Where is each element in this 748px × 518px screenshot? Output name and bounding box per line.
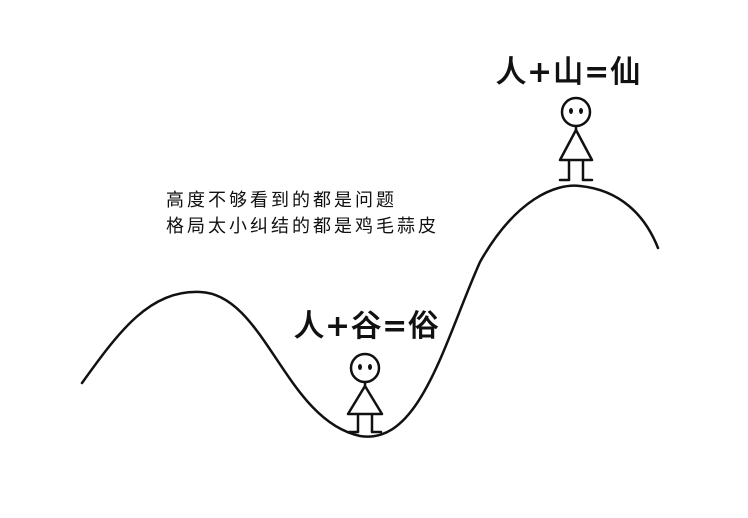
stick-figure-valley (346, 352, 384, 434)
figure-eye (368, 364, 372, 370)
caption-line-2: 格局太小纠结的都是鸡毛蒜皮 (166, 216, 439, 237)
peak-label: 人+山=仙 (496, 55, 642, 90)
figure-dress (558, 128, 594, 162)
figure-eye (358, 364, 362, 370)
figure-eye (569, 108, 573, 114)
figure-eye (579, 108, 583, 114)
stick-figure-peak (558, 96, 594, 182)
hill-valley-curve (80, 184, 660, 438)
figure-head (560, 96, 592, 128)
figure-dress (346, 384, 384, 416)
valley-label: 人+谷=俗 (294, 309, 440, 344)
caption-line-1: 高度不够看到的都是问题 (166, 190, 397, 211)
caption-text: 高度不够看到的都是问题 格局太小纠结的都是鸡毛蒜皮 (166, 188, 439, 240)
figure-head (349, 352, 381, 384)
